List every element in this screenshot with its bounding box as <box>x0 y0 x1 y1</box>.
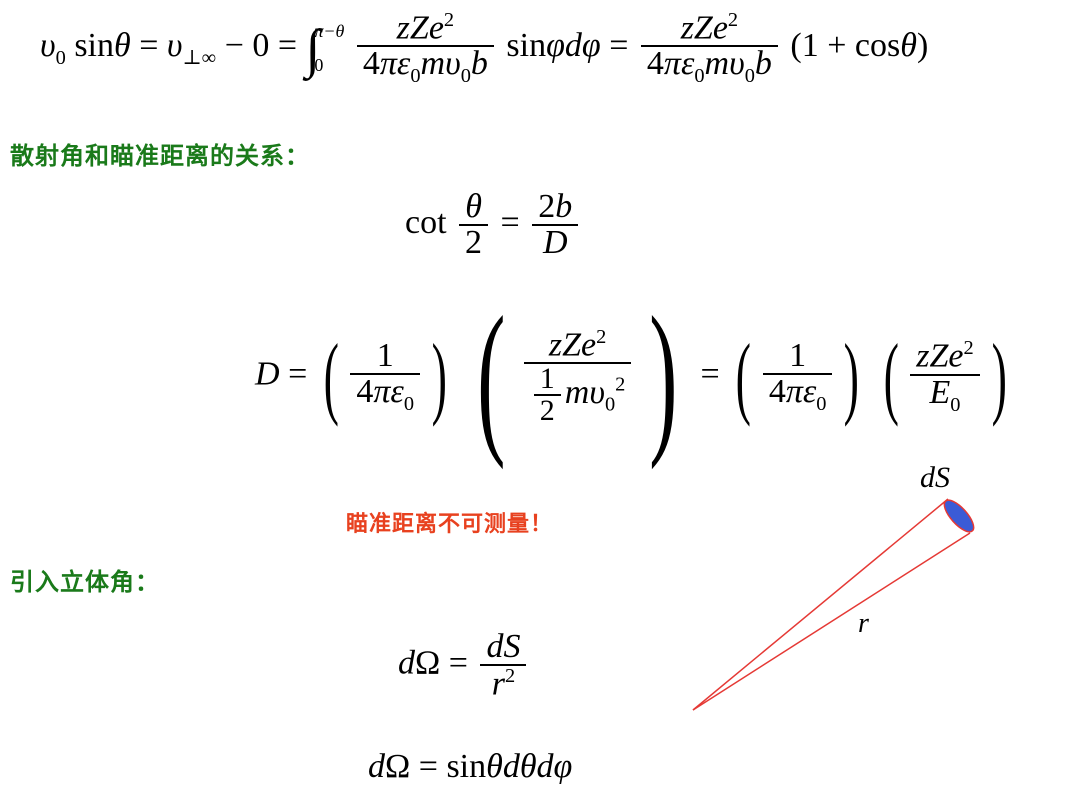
equation-solid-angle-spherical: dΩ = sinθdθdφ <box>368 748 573 785</box>
heading-relation: 散射角和瞄准距离的关系： <box>10 142 310 170</box>
surface-disk <box>943 499 975 533</box>
note-unmeasurable: 瞄准距离不可测量！ <box>346 512 554 537</box>
solid-angle-diagram: dS r <box>692 461 975 711</box>
label-dS: dS <box>920 461 950 494</box>
heading-solid-angle: 引入立体角： <box>10 568 160 596</box>
cone-edge-upper <box>692 498 949 711</box>
label-r: r <box>858 608 869 639</box>
cone-edge-lower <box>692 532 971 711</box>
